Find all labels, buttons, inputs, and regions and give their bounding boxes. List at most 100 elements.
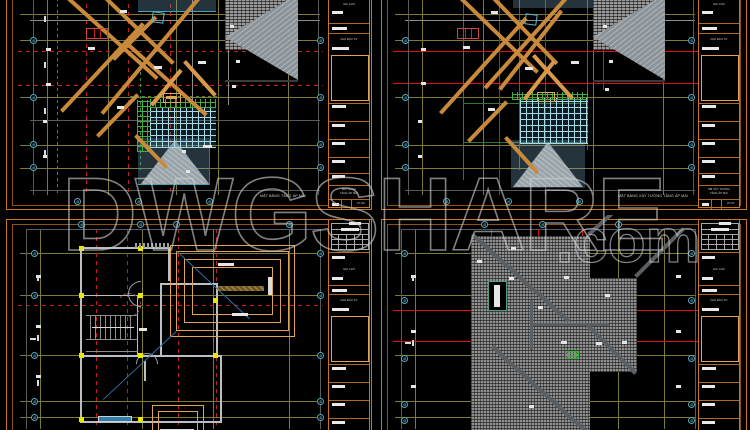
grid-bubble-left[interactable] xyxy=(30,94,37,101)
plan-label: MẶT BẰNG XÂY TƯỜNG TẦNG ÁP MÁI xyxy=(618,194,689,198)
grid-bubble-right[interactable] xyxy=(317,292,324,299)
revision-table[interactable] xyxy=(701,223,739,250)
grid-bubble-left[interactable] xyxy=(401,417,408,424)
titleblock-bar xyxy=(702,105,716,108)
titleblock-active-cell[interactable] xyxy=(331,55,369,101)
dimension-text xyxy=(198,61,206,64)
grid-bubble-left[interactable] xyxy=(31,398,38,405)
grid-bubble-left[interactable] xyxy=(30,164,37,171)
titleblock-bar xyxy=(702,289,717,292)
grid-bubble-right[interactable] xyxy=(688,297,695,304)
detail-callout xyxy=(524,13,538,26)
grid-bubble-left[interactable] xyxy=(402,37,409,44)
grid-bubble-right[interactable] xyxy=(317,414,324,421)
wall-line xyxy=(405,190,695,191)
sheet-top-right[interactable]: MẶT BẰNG XÂY TƯỜNG TẦNG ÁP MÁI GHI CHÚ C… xyxy=(375,0,750,215)
grid-bubble-left[interactable] xyxy=(31,292,38,299)
sheet-margin-line xyxy=(26,229,320,230)
dimension-tick xyxy=(412,340,414,346)
pavilion-outline xyxy=(170,245,295,337)
grid-bubble-left[interactable] xyxy=(402,164,409,171)
grid-bubble-bottom[interactable] xyxy=(443,198,450,205)
interior-wall xyxy=(160,283,162,357)
sheet-bottom-left[interactable]: GHI CHÚ CHỦ ĐẦU TƯ xyxy=(0,215,375,430)
titleblock-bar xyxy=(332,421,345,424)
detail-callout-highlight[interactable] xyxy=(163,93,181,103)
grid-bubble-left[interactable] xyxy=(401,250,408,257)
grid-bubble-left[interactable] xyxy=(31,250,38,257)
titleblock-bar xyxy=(702,27,717,30)
grid-bubble-right[interactable] xyxy=(317,94,324,101)
dimension-tick xyxy=(412,275,414,281)
titleblock-bar xyxy=(332,367,346,370)
grid-bubble-top[interactable] xyxy=(615,221,622,228)
grid-bubble-top[interactable] xyxy=(539,221,546,228)
grid-bubble-right[interactable] xyxy=(317,141,324,148)
grid-bubble-top[interactable] xyxy=(137,221,144,228)
pavilion-outline xyxy=(184,259,281,323)
titleblock-divider xyxy=(699,252,739,253)
titleblock-active-cell[interactable] xyxy=(701,316,739,362)
titleblock-active-cell[interactable] xyxy=(331,316,369,362)
grid-bubble-top[interactable] xyxy=(78,221,85,228)
grid-bubble-left[interactable] xyxy=(401,297,408,304)
dimension-text xyxy=(232,313,248,316)
dimension-text xyxy=(46,83,51,86)
titleblock-divider xyxy=(699,364,739,365)
grid-bubble-left[interactable] xyxy=(402,141,409,148)
titleblock-divider xyxy=(699,400,739,401)
grid-bubble-right[interactable] xyxy=(317,164,324,171)
grid-bubble-left[interactable] xyxy=(401,401,408,408)
titleblock-bar xyxy=(702,160,715,163)
grid-bubble-right[interactable] xyxy=(688,250,695,257)
window-symbol xyxy=(98,416,132,422)
grid-bubble-right[interactable] xyxy=(317,37,324,44)
grid-bubble-left[interactable] xyxy=(401,355,408,362)
grid-bubble-bottom[interactable] xyxy=(135,198,142,205)
grid-bubble-right[interactable] xyxy=(317,398,324,405)
grid-bubble-bottom[interactable] xyxy=(74,198,81,205)
titleblock-divider xyxy=(329,23,369,24)
grid-bubble-left[interactable] xyxy=(402,94,409,101)
grid-bubble-bottom[interactable] xyxy=(576,198,583,205)
grid-line-v xyxy=(108,0,109,195)
grid-bubble-top[interactable] xyxy=(286,221,293,228)
grid-bubble-right[interactable] xyxy=(317,250,324,257)
titleblock[interactable]: GHI CHÚ CHỦ ĐẦU TƯ xyxy=(328,219,370,430)
grid-bubble-right[interactable] xyxy=(688,37,695,44)
grid-bubble-left[interactable] xyxy=(31,414,38,421)
dimension-text xyxy=(564,276,569,279)
eave-line xyxy=(138,184,210,185)
sheet-top-left[interactable]: MẶT BẰNG TẦNG ÁP MÁI GHI CHÚ CHỦ ĐẦU TƯ … xyxy=(0,0,375,215)
dimension-text xyxy=(571,61,579,64)
titleblock[interactable]: GHI CHÚ CHỦ ĐẦU TƯ xyxy=(698,219,740,430)
titleblock[interactable]: GHI CHÚ CHỦ ĐẦU TƯ MB XÂY TƯỜNG TẦNG ÁP … xyxy=(698,0,740,209)
revision-table[interactable] xyxy=(331,223,369,250)
grid-bubble-right[interactable] xyxy=(688,141,695,148)
grid-bubble-left[interactable] xyxy=(30,37,37,44)
grid-bubble-left[interactable] xyxy=(31,352,38,359)
sheet-bottom-right[interactable]: GHI CHÚ CHỦ ĐẦU TƯ xyxy=(375,215,750,430)
titleblock-bar xyxy=(332,289,347,292)
grid-bubble-bottom[interactable] xyxy=(206,198,213,205)
grid-bubble-right[interactable] xyxy=(688,164,695,171)
grid-bubble-right[interactable] xyxy=(317,352,324,359)
titleblock[interactable]: GHI CHÚ CHỦ ĐẦU TƯ MẶT BẰNG TẦNG ÁP MÁI xyxy=(328,0,370,209)
titleblock-note-label: GHI CHÚ xyxy=(713,268,725,271)
detail-callout-highlight[interactable] xyxy=(537,92,555,102)
grid-bubble-right[interactable] xyxy=(688,401,695,408)
grid-bubble-right[interactable] xyxy=(688,355,695,362)
titleblock-active-cell[interactable] xyxy=(701,55,739,101)
titleblock-bar xyxy=(702,124,715,127)
grid-bubble-bottom[interactable] xyxy=(505,198,512,205)
grid-bubble-top[interactable] xyxy=(481,221,488,228)
column-marker xyxy=(79,417,84,422)
grid-bubble-right[interactable] xyxy=(688,417,695,424)
grid-bubble-top[interactable] xyxy=(173,221,180,228)
green-tick-band xyxy=(512,92,588,100)
grid-bubble-left[interactable] xyxy=(30,141,37,148)
callout-divider xyxy=(94,29,95,38)
grid-bubble-right[interactable] xyxy=(688,94,695,101)
dimension-text xyxy=(139,328,147,331)
